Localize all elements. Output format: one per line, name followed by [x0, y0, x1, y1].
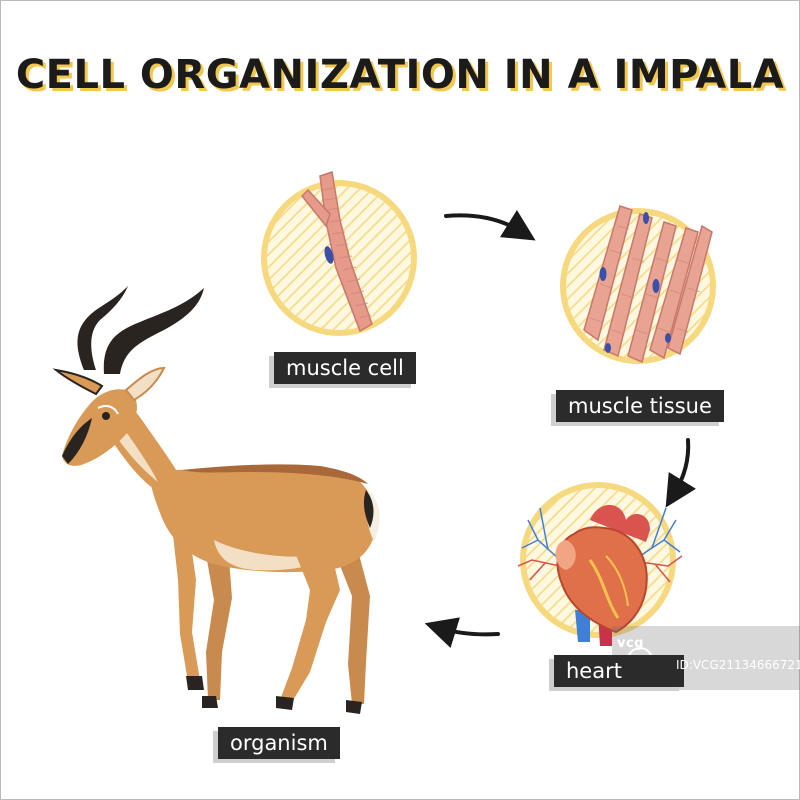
- muscle-cell-illustration: [261, 171, 417, 336]
- watermark-logo: vcg: [617, 636, 644, 651]
- heart-illustration: [517, 482, 683, 646]
- label-heart: heart: [554, 655, 684, 687]
- diagram-title: CELL ORGANIZATION IN A IMPALA: [15, 52, 785, 98]
- watermark-id: ID:VCG211346667212: [676, 658, 800, 672]
- arrow-tissue-to-heart: [665, 438, 697, 508]
- arrow-cell-to-tissue: [444, 209, 536, 241]
- flow-arrows: [424, 209, 697, 648]
- impala-illustration: [52, 286, 380, 714]
- arrow-heart-to-organism: [424, 617, 500, 648]
- label-muscle-tissue: muscle tissue: [556, 390, 724, 422]
- label-organism: organism: [218, 727, 340, 759]
- muscle-tissue-illustration: [560, 205, 716, 364]
- label-muscle-cell: muscle cell: [274, 352, 416, 384]
